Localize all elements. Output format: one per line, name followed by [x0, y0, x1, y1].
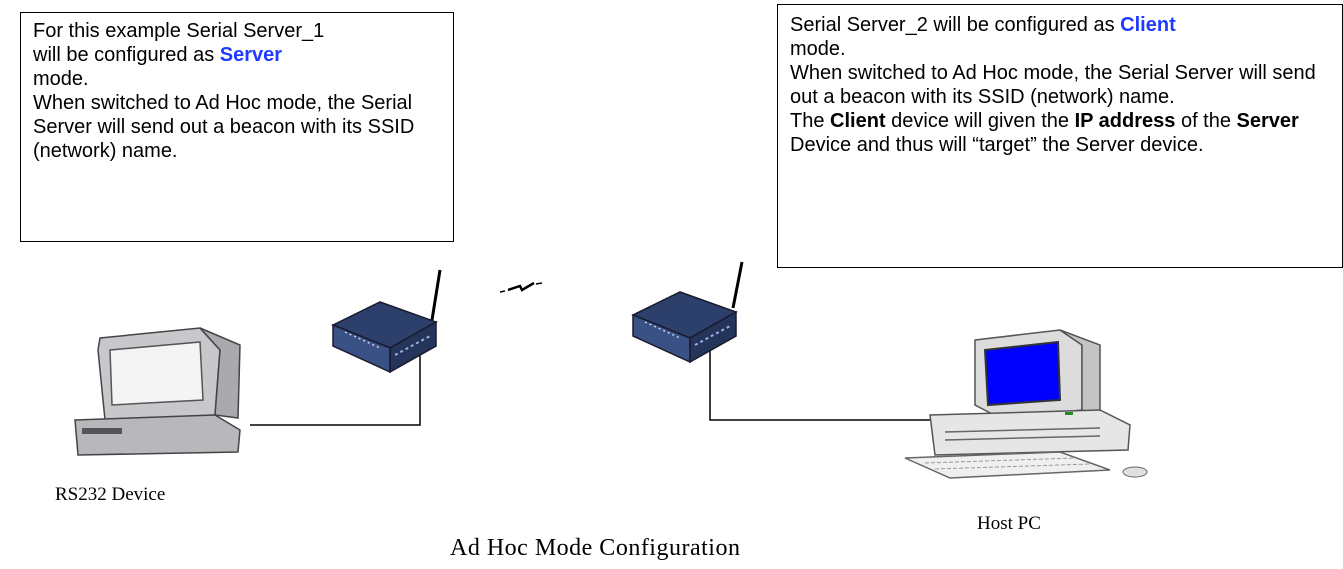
callout-1-line1: For this example Serial Server_1	[33, 20, 325, 42]
callout-2-text-b: device will given the	[885, 110, 1075, 132]
cable-rs232-to-server	[250, 355, 421, 426]
rs232-device-label: RS232 Device	[55, 484, 166, 505]
callout-2-text-d: Device and thus will “target” the Server…	[790, 134, 1204, 156]
host-pc-label: Host PC	[977, 513, 1041, 534]
callout-2-line2: mode.	[790, 38, 846, 60]
callout-2-text-c: of the	[1175, 110, 1237, 132]
client-mode-label: Client	[1120, 14, 1176, 36]
callout-2-description: When switched to Ad Hoc mode, the Serial…	[790, 62, 1316, 108]
server-mode-label: Server	[219, 44, 283, 66]
cable-client-to-host	[709, 345, 945, 421]
callout-2-text-a: The	[790, 110, 831, 132]
server-bold: Server	[1236, 110, 1299, 132]
serial-server-2-icon	[631, 261, 744, 364]
callout-1-line3: mode.	[33, 68, 89, 90]
callout-serial-server-2: Serial Server_2 will be configured as Cl…	[777, 4, 1343, 268]
callout-2-target-text: The Client device will given the IP addr…	[790, 109, 1330, 157]
diagram-title: Ad Hoc Mode Configuration	[450, 535, 741, 561]
rs232-device-icon	[74, 327, 241, 456]
callout-2-line1: Serial Server_2 will be configured as Cl…	[790, 13, 1330, 37]
serial-server-1-icon	[331, 269, 442, 374]
client-bold: Client	[830, 110, 886, 132]
callout-1-line2: will be configured as Server	[33, 43, 441, 67]
host-pc-icon	[904, 329, 1148, 479]
callout-1-line2-text: will be configured as	[33, 44, 220, 66]
callout-2-line1-text: Serial Server_2 will be configured as	[790, 14, 1121, 36]
callout-1-description: When switched to Ad Hoc mode, the Serial…	[33, 92, 415, 162]
ip-address-bold: IP address	[1074, 110, 1176, 132]
callout-serial-server-1: For this example Serial Server_1 will be…	[20, 12, 454, 242]
wireless-link-icon	[499, 281, 543, 293]
